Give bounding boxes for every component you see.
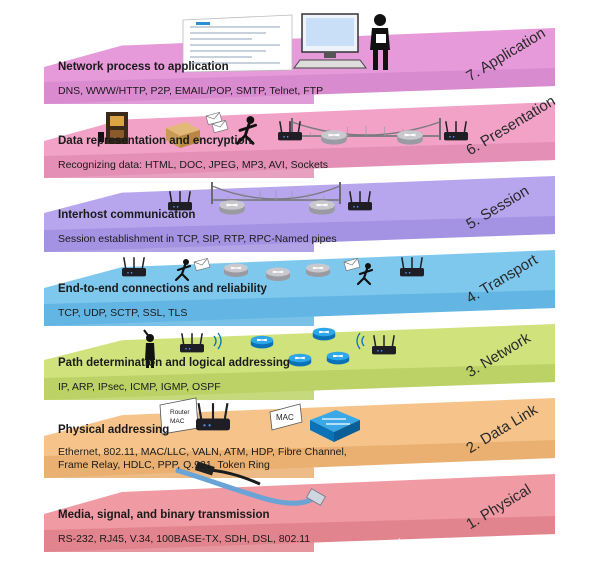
layer-title: Interhost communication (58, 209, 196, 221)
layer-protocols: RS-232, RJ45, V.34, 100BASE-TX, SDH, DSL… (58, 533, 311, 545)
router-icon (372, 335, 396, 355)
router-disk-icon (306, 263, 330, 277)
envelope-icon (193, 257, 211, 272)
router-disk-icon (326, 351, 350, 365)
router-mac-label: Router (170, 409, 190, 416)
router-disk-icon (312, 327, 336, 341)
envelope-icon (211, 119, 229, 134)
router-disk-icon (309, 200, 335, 215)
wifi-signal-icon (356, 332, 365, 350)
layer-2 (44, 398, 555, 478)
layer-protocols: DNS, WWW/HTTP, P2P, EMAIL/POP, SMTP, Tel… (58, 85, 324, 97)
runner-icon (235, 116, 258, 145)
runner-icon (356, 263, 374, 286)
layer-label-strip (44, 378, 314, 400)
layer-protocols: Recognizing data: HTML, DOC, JPEG, MP3, … (58, 159, 328, 171)
layer-label-strip (44, 456, 314, 478)
router-icon (278, 121, 302, 141)
router-disk-icon (224, 263, 248, 277)
layer-title: Media, signal, and binary transmission (58, 509, 270, 521)
layer-label-strip (44, 230, 314, 252)
vending-machine-icon (98, 112, 128, 144)
wifi-signal-icon (213, 332, 222, 350)
switch-icon (310, 410, 360, 442)
router-disk-icon (397, 130, 423, 145)
layer-protocols: Session establishment in TCP, SIP, RTP, … (58, 233, 337, 245)
router-icon (348, 191, 372, 211)
layer-title: Path determination and logical addressin… (58, 357, 290, 369)
router-disk-icon (288, 353, 312, 367)
router-icon (196, 403, 230, 431)
router-icon (122, 257, 146, 277)
router-disk-icon (266, 267, 290, 281)
layer-4 (44, 250, 555, 326)
mac-label: MAC (276, 413, 294, 422)
layer-protocols: TCP, UDP, SCTP, SSL, TLS (58, 307, 188, 319)
layer-protocols: Ethernet, 802.11, MAC/LLC, VALN, ATM, HD… (58, 446, 347, 458)
layer-title: End-to-end connections and reliability (58, 283, 267, 295)
router-icon (168, 191, 192, 211)
package-icon (166, 122, 200, 148)
router-disk-icon (250, 335, 274, 349)
layer-title: Physical addressing (58, 424, 170, 436)
computer-icon (293, 13, 367, 69)
layer-label-strip (44, 304, 314, 326)
watermark: 知乎 @领创集团Advance ... (396, 537, 590, 555)
person-pointing-icon (143, 329, 155, 368)
envelope-icon (343, 257, 361, 272)
bridge-icon (211, 182, 341, 204)
layer-protocols: Frame Relay, HDLC, PPP, Q.921, Token Rin… (58, 459, 270, 471)
layer-1 (44, 474, 555, 552)
router-icon (400, 257, 424, 277)
ethernet-cable-icon (175, 467, 326, 506)
layer-5 (44, 176, 555, 252)
router-disk-icon (321, 130, 347, 145)
router-disk-icon (219, 200, 245, 215)
layer-label-strip (44, 530, 314, 552)
router-icon (180, 333, 204, 353)
layer-title: Network process to application (58, 61, 229, 73)
mac-tag: MAC (269, 403, 303, 431)
layer-label-strip (44, 82, 314, 104)
layer-label-strip (44, 156, 314, 178)
router-mac-label: MAC (170, 418, 185, 425)
serial-cable-icon (194, 461, 261, 486)
layer-title: Data representation and encryption (58, 135, 252, 147)
app-screenshot (182, 14, 293, 73)
person-icon (370, 14, 390, 70)
router-icon (444, 121, 468, 141)
layer-protocols: IP, ARP, IPsec, ICMP, IGMP, OSPF (58, 381, 221, 393)
runner-icon (174, 259, 192, 282)
